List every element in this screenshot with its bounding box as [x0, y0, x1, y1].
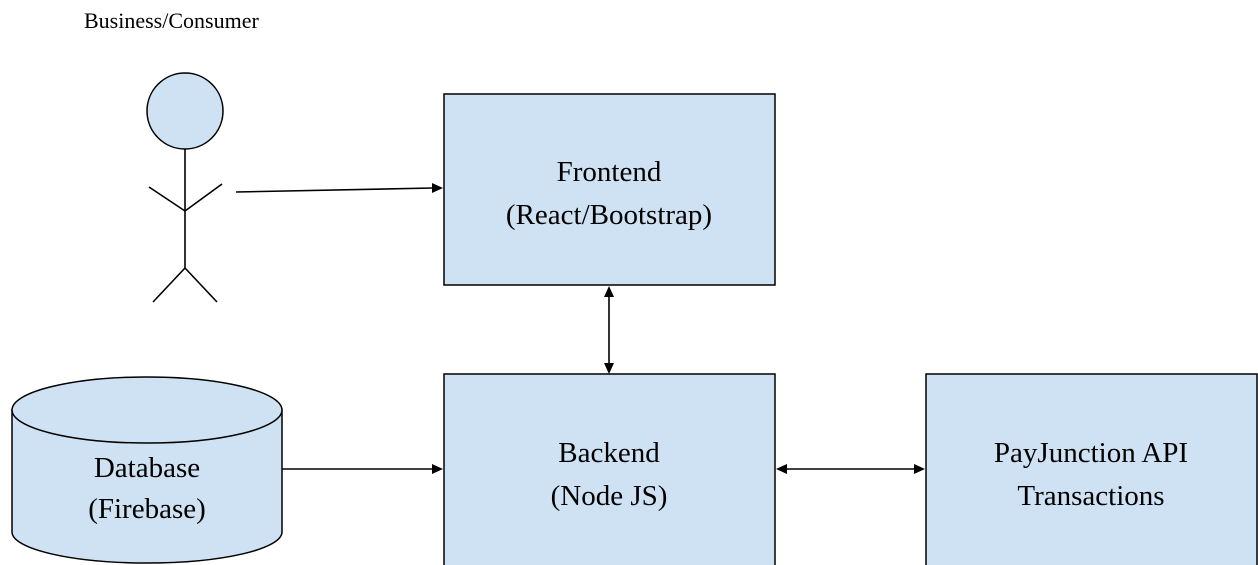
- payjunction-subtitle: Transactions: [1017, 480, 1164, 512]
- edge-backend-payjunction: [776, 464, 925, 474]
- payjunction-box: [925, 373, 1258, 565]
- arrow-head-icon: [604, 363, 614, 374]
- arrow-head-icon: [914, 464, 925, 474]
- backend-subtitle: (Node JS): [551, 480, 668, 512]
- actor-head: [146, 72, 224, 150]
- actor-left-leg: [152, 267, 186, 303]
- edge-line: [235, 187, 434, 193]
- payjunction-title: PayJunction API: [994, 437, 1188, 469]
- payjunction-node: PayJunction API Transactions: [925, 373, 1258, 565]
- frontend-subtitle: (React/Bootstrap): [506, 199, 712, 231]
- frontend-title: Frontend: [557, 156, 662, 188]
- database-subtitle: (Firebase): [88, 493, 206, 525]
- frontend-node: Frontend (React/Bootstrap): [443, 93, 776, 286]
- edge-actor-to-frontend: [235, 183, 443, 193]
- backend-box: [443, 373, 776, 565]
- edge-frontend-backend: [604, 286, 614, 374]
- frontend-box: [443, 93, 776, 286]
- actor-right-arm: [184, 183, 223, 212]
- arrow-head-icon: [432, 464, 443, 474]
- actor-right-leg: [184, 267, 218, 303]
- arrow-head-icon: [432, 183, 443, 193]
- arrow-head-icon: [604, 286, 614, 297]
- edge-database-to-backend: [282, 464, 443, 474]
- user-stick-figure-icon: [146, 72, 224, 303]
- actor-left-arm: [148, 186, 186, 212]
- backend-node: Backend (Node JS): [443, 373, 776, 565]
- database-cylinder-body: [11, 409, 283, 564]
- database-node: Database (Firebase): [11, 376, 283, 564]
- backend-title: Backend: [558, 437, 660, 469]
- database-title: Database: [94, 452, 200, 484]
- database-cylinder-top: [11, 376, 283, 444]
- arrow-head-icon: [776, 464, 787, 474]
- actor-label: Business/Consumer: [84, 8, 259, 33]
